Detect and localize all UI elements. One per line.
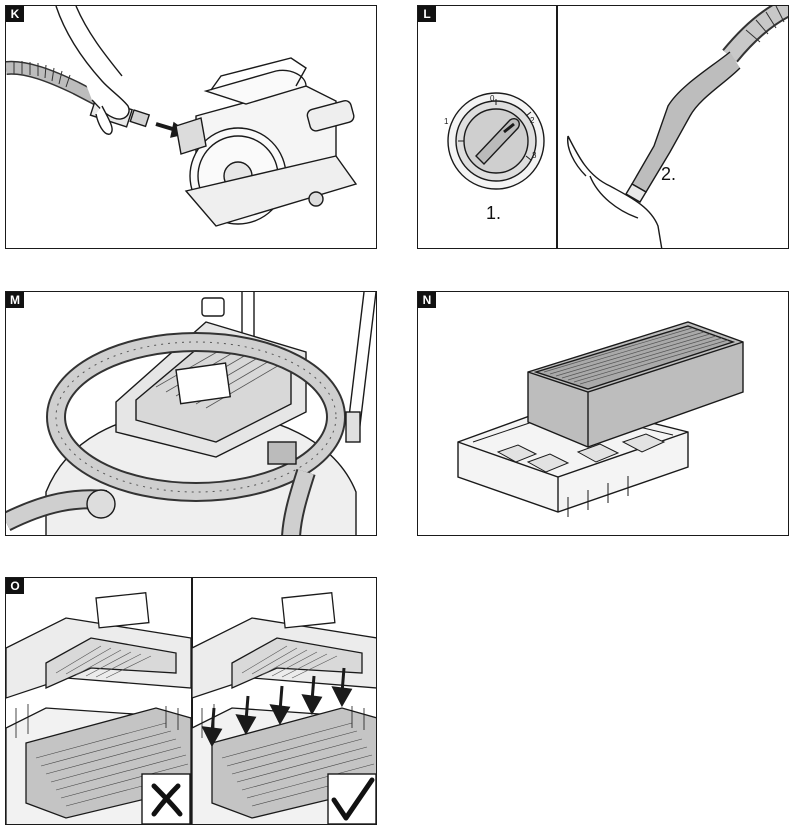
panel-l-label: L bbox=[418, 6, 436, 22]
filter-illustration bbox=[457, 321, 744, 517]
cross-mark-icon bbox=[151, 783, 183, 817]
panel-m-label: M bbox=[6, 292, 24, 308]
dial-mark-2: 2 bbox=[530, 116, 535, 125]
panel-o: O bbox=[5, 577, 377, 825]
filter-insert-illustration bbox=[6, 592, 376, 824]
panel-k: K bbox=[5, 5, 377, 249]
panel-o-label: O bbox=[6, 578, 24, 594]
panel-o-divider bbox=[191, 578, 193, 824]
saw-hose-illustration bbox=[6, 6, 358, 227]
dial-mark-1: 1 bbox=[444, 117, 449, 126]
check-mark-icon bbox=[331, 777, 375, 821]
panel-n-label: N bbox=[418, 292, 436, 308]
panel-m: M bbox=[5, 291, 377, 536]
dial-mark-3: 3 bbox=[532, 151, 537, 160]
step-2-label: 2. bbox=[661, 164, 677, 184]
panel-k-label: K bbox=[6, 6, 24, 22]
dial-illustration: 1 0 2 3 bbox=[444, 6, 788, 248]
vacuum-top-illustration bbox=[6, 292, 376, 535]
panel-l: L 1 0 2 3 bbox=[417, 5, 789, 249]
panel-l-divider bbox=[556, 6, 558, 248]
dial-mark-0: 0 bbox=[490, 94, 495, 103]
panel-n: N bbox=[417, 291, 789, 536]
step-1-label: 1. bbox=[486, 203, 502, 223]
